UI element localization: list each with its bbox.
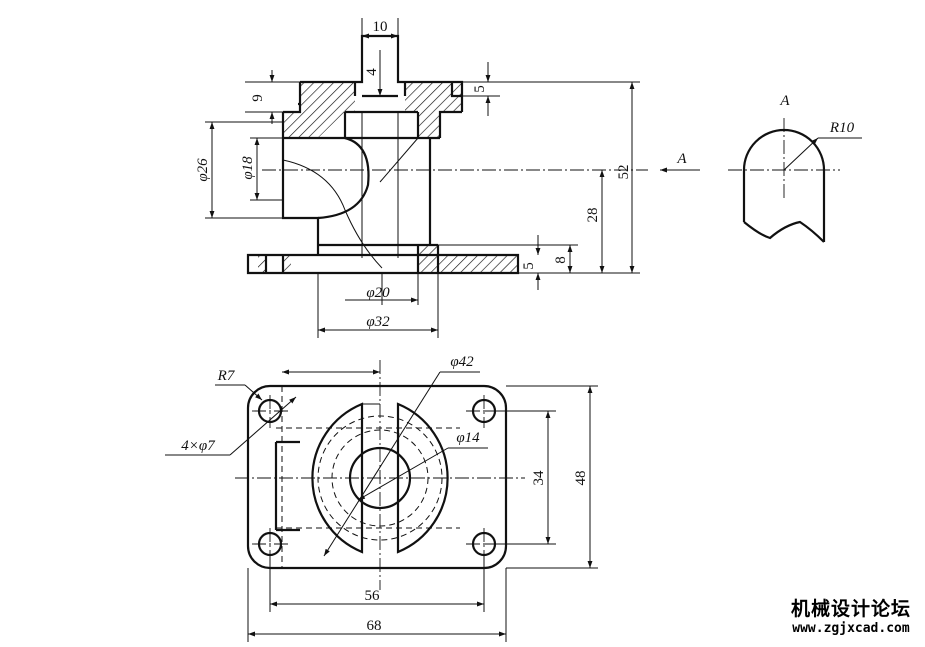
dia-small: φ14	[456, 430, 480, 446]
front-view: 10 4 9 5 φ26 φ18 52 28	[195, 18, 700, 338]
dim-height: 48	[573, 471, 589, 486]
dim-top-lip: 5	[472, 85, 488, 93]
watermark-site-name: 机械设计论坛	[790, 598, 911, 620]
side-view-radius: R10	[829, 120, 855, 136]
dim-inner-dia: φ18	[240, 156, 256, 180]
dim-outer-dia: φ26	[195, 158, 211, 182]
dim-base-lip: 5	[521, 262, 537, 270]
dim-lower-height: 28	[585, 208, 601, 223]
dim-width: 68	[367, 618, 382, 634]
dim-top-depth: 4	[364, 68, 380, 76]
corner-holes	[252, 395, 502, 560]
dim-hole-spacing-h: 56	[365, 588, 381, 604]
holes-callout: 4×φ7	[181, 438, 216, 454]
dim-hole-spacing-v: 34	[531, 470, 547, 486]
dim-bore: φ20	[366, 285, 390, 301]
dia-large: φ42	[450, 354, 474, 370]
side-view-a: A R10	[728, 93, 862, 243]
dim-top-width: 10	[373, 19, 388, 35]
side-view-label: A	[779, 93, 790, 109]
watermark: 机械设计论坛 www.zgjxcad.com	[791, 594, 911, 636]
dim-boss: φ32	[366, 314, 390, 330]
dim-flange-height: 9	[250, 94, 266, 102]
section-arrow-label: A	[676, 151, 687, 167]
dim-total-height: 52	[616, 165, 632, 180]
watermark-url: www.zgjxcad.com	[792, 621, 910, 636]
top-view: R7 4×φ7 φ42 φ14 34 48 56 68	[165, 354, 598, 642]
corner-radius: R7	[217, 368, 236, 384]
dim-base-height: 8	[553, 256, 569, 264]
